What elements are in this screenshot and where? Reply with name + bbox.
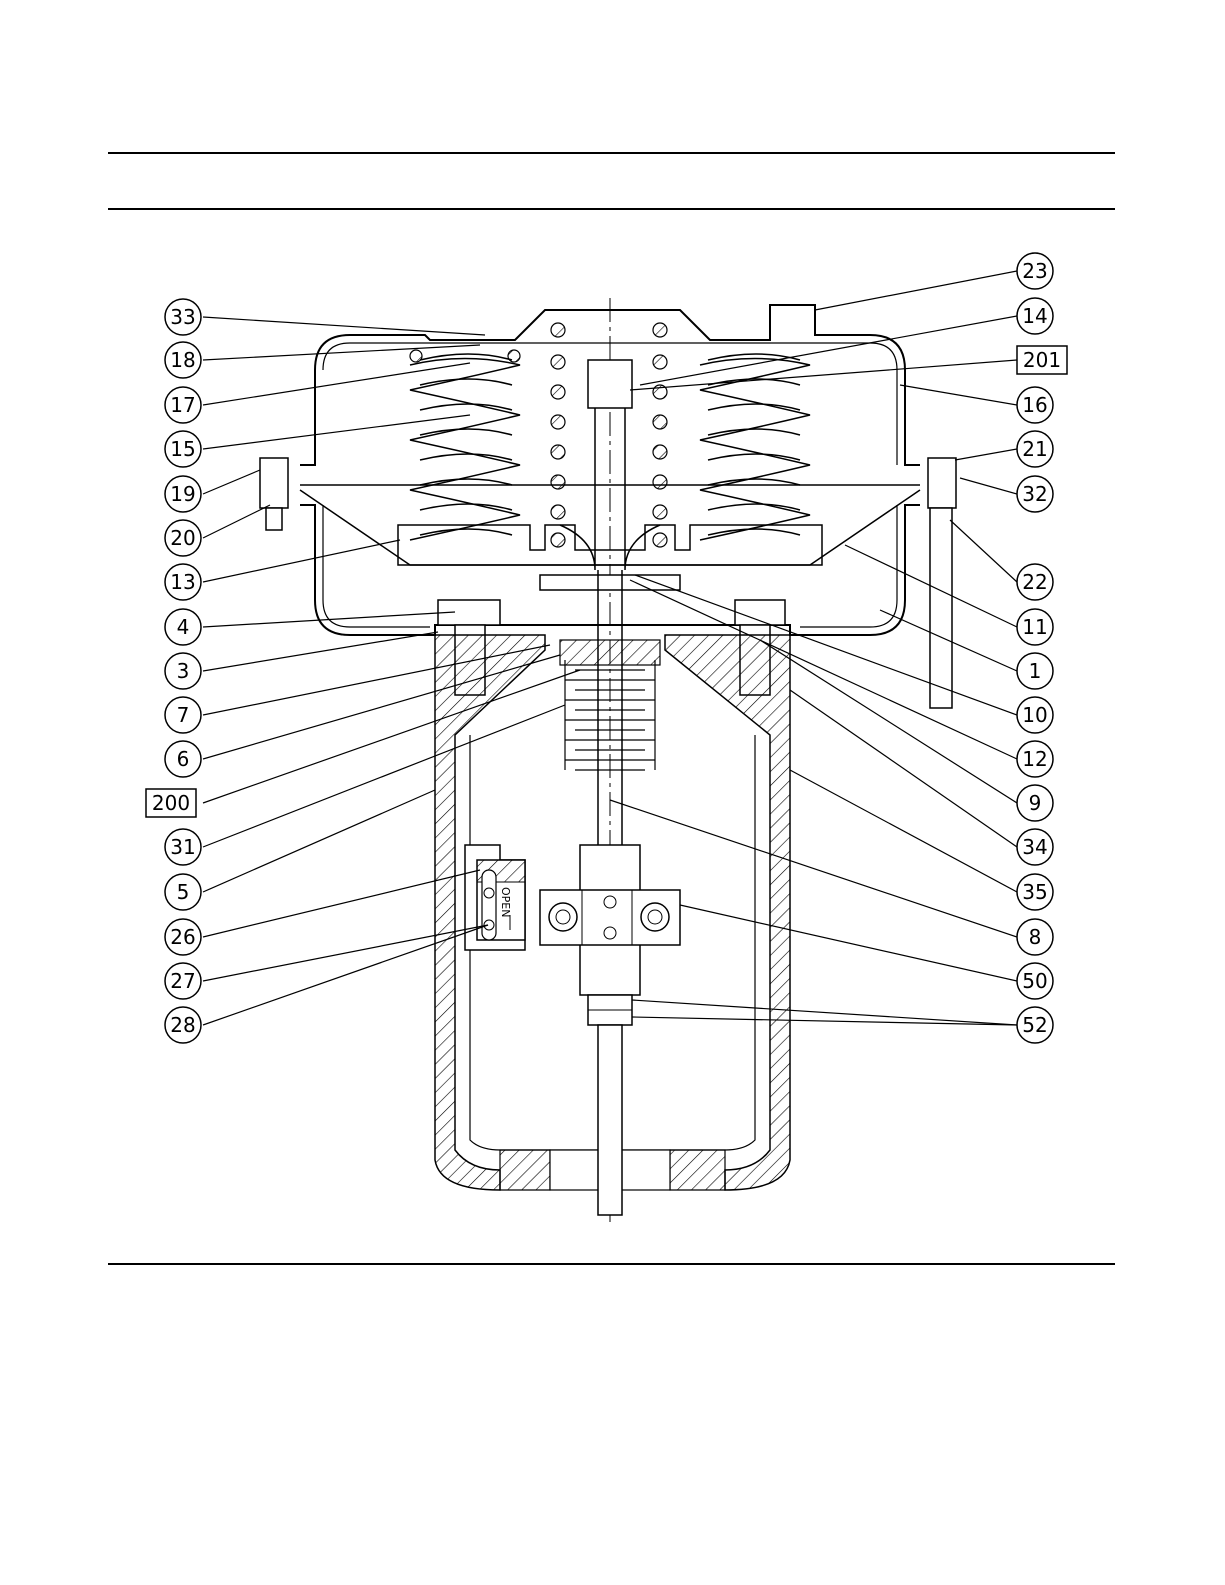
- callout-9-label: 9: [1029, 791, 1042, 815]
- stem-nut: [588, 360, 632, 408]
- callout-16-label: 16: [1022, 393, 1047, 417]
- callout-5-label: 5: [177, 880, 190, 904]
- callout-1-label: 1: [1029, 659, 1042, 683]
- callout-22-label: 22: [1022, 570, 1047, 594]
- callout-10-label: 10: [1022, 703, 1047, 727]
- callout-50-label: 50: [1022, 969, 1047, 993]
- callout-11-label: 11: [1022, 615, 1047, 639]
- inner-spring: [410, 323, 667, 547]
- callout-201-label: 201: [1023, 348, 1061, 372]
- yoke-right: [665, 635, 790, 1190]
- callout-21-label: 21: [1022, 437, 1047, 461]
- callout-20-label: 20: [170, 526, 195, 550]
- callout-32-label: 32: [1022, 482, 1047, 506]
- callout-4-label: 4: [177, 615, 190, 639]
- open-scale-label: OPEN: [499, 887, 512, 917]
- callout-31-label: 31: [170, 835, 195, 859]
- callout-6-label: 6: [177, 747, 190, 771]
- callout-23-label: 23: [1022, 259, 1047, 283]
- callout-14-label: 14: [1022, 304, 1047, 328]
- outer-spring-left: [410, 354, 520, 540]
- bellows: [565, 660, 655, 770]
- callout-200-label: 200: [152, 791, 190, 815]
- callout-7-label: 7: [177, 703, 190, 727]
- callout-26-label: 26: [170, 925, 195, 949]
- callout-27-label: 27: [170, 969, 195, 993]
- callout-34-label: 34: [1022, 835, 1047, 859]
- callout-12-label: 12: [1022, 747, 1047, 771]
- callout-13-label: 13: [170, 570, 195, 594]
- callout-19-label: 19: [170, 482, 195, 506]
- callout-3-label: 3: [177, 659, 190, 683]
- callout-18-label: 18: [170, 348, 195, 372]
- callout-28-label: 28: [170, 1013, 195, 1037]
- stem-clamp: [540, 890, 680, 945]
- callout-17-label: 17: [170, 393, 195, 417]
- callout-35-label: 35: [1022, 880, 1047, 904]
- callout-15-label: 15: [170, 437, 195, 461]
- callout-52-label: 52: [1022, 1013, 1047, 1037]
- callout-8-label: 8: [1029, 925, 1042, 949]
- outer-spring-right: [700, 354, 810, 540]
- callout-33-label: 33: [170, 305, 195, 329]
